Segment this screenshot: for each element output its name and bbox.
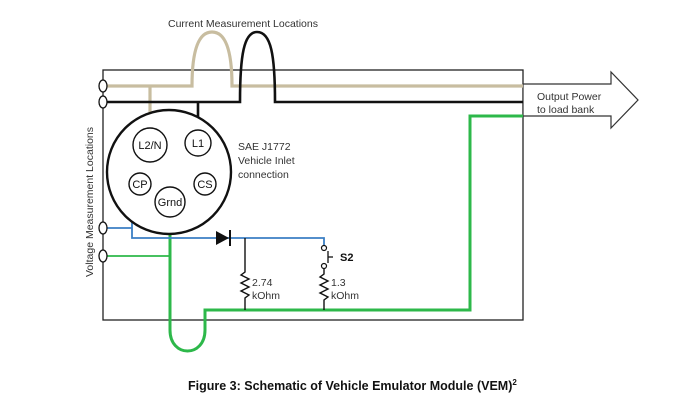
output-power-label-2: to load bank: [537, 104, 595, 116]
tan-wire: [103, 30, 523, 118]
output-power-label-1: Output Power: [537, 91, 602, 103]
r2-unit-label: kOhm: [331, 290, 359, 302]
r2-value-label: 1.3: [331, 277, 346, 289]
diode: [216, 231, 229, 245]
inlet-label-2: Vehicle Inlet: [238, 155, 295, 167]
figure-caption-text: Figure 3: Schematic of Vehicle Emulator …: [188, 379, 512, 393]
switch-contact-top: [320, 244, 328, 252]
figure-caption-superscript: 2: [512, 378, 517, 387]
resistor-r1: [239, 238, 251, 310]
output-arrow: [522, 70, 639, 130]
svg-text:Grnd: Grnd: [158, 197, 182, 209]
resistor-r2: [318, 269, 330, 310]
pin-l2n: L2/N: [132, 127, 168, 163]
svg-text:CP: CP: [132, 179, 147, 191]
r1-unit-label: kOhm: [252, 290, 280, 302]
voltage-terminals-bottom: [98, 221, 108, 263]
inlet-label-1: SAE J1772: [238, 141, 291, 153]
current-measurement-label: Current Measurement Locations: [168, 18, 318, 30]
switch-label: S2: [340, 252, 353, 264]
voltage-measurement-label: Voltage Measurement Locations: [84, 127, 96, 277]
svg-text:L1: L1: [192, 138, 204, 150]
pin-l1: L1: [184, 129, 212, 157]
svg-text:CS: CS: [197, 179, 212, 191]
pin-grnd: Grnd: [154, 186, 186, 218]
figure-caption: Figure 3: Schematic of Vehicle Emulator …: [188, 378, 517, 393]
inlet-label-3: connection: [238, 169, 289, 181]
enclosure-box: [102, 69, 524, 321]
r1-value-label: 2.74: [252, 277, 273, 289]
switch-contact-bottom: [320, 262, 328, 270]
black-wire: [103, 30, 523, 118]
green-wire: [168, 114, 523, 353]
voltage-terminals-top: [98, 79, 108, 109]
pin-cp: CP: [128, 172, 152, 196]
svg-text:L2/N: L2/N: [138, 140, 161, 152]
pin-cs: CS: [193, 172, 217, 196]
